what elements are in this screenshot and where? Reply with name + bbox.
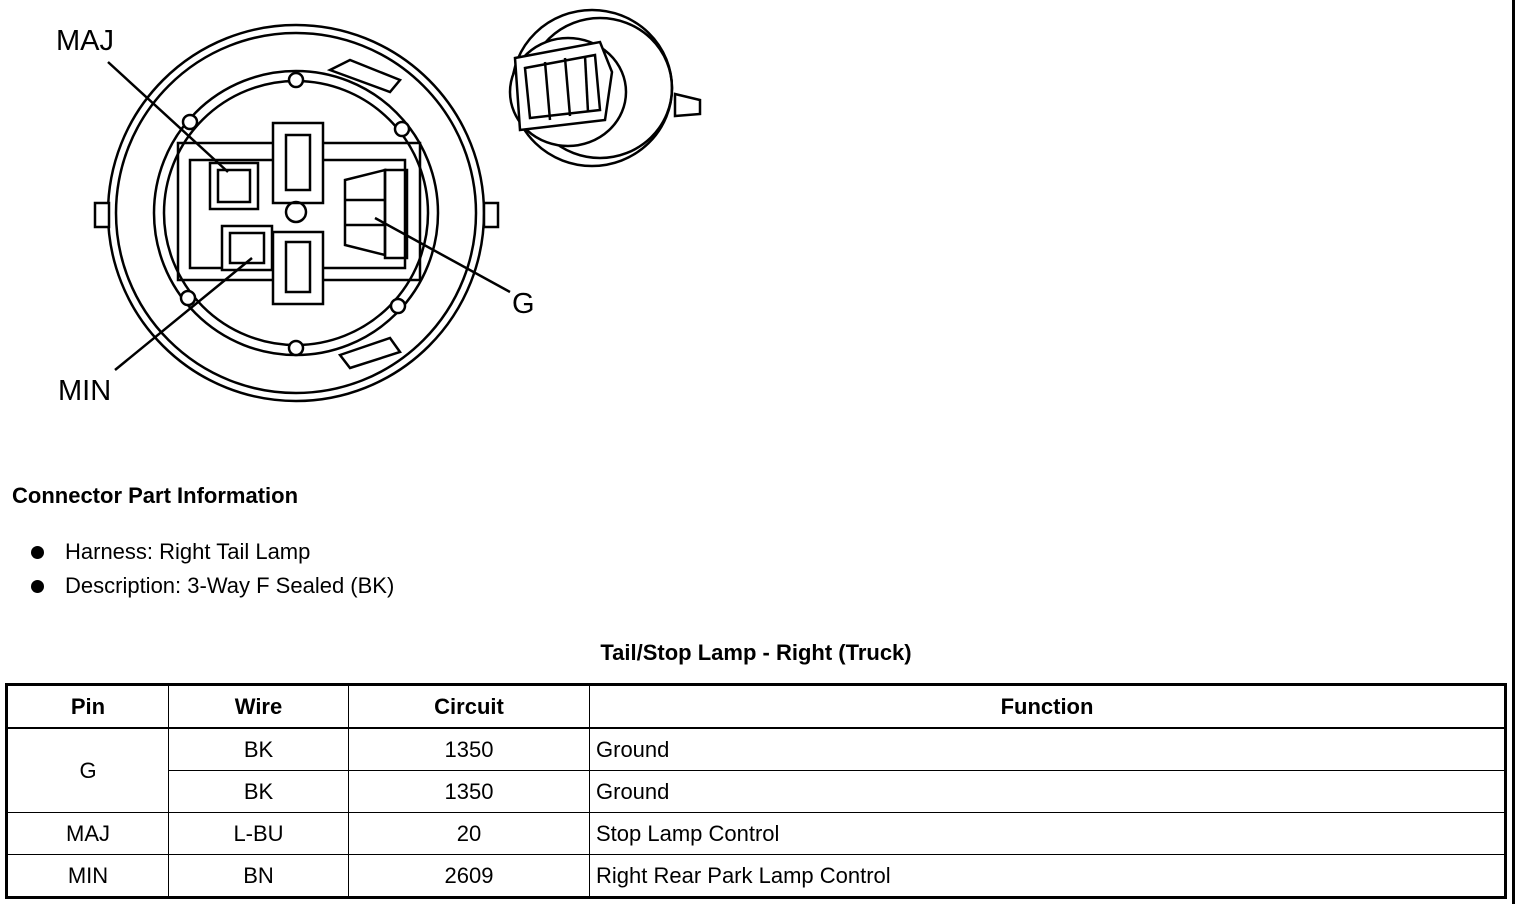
maj-callout-label: MAJ <box>56 25 114 57</box>
bullet-icon <box>31 579 44 593</box>
list-item: Description: 3-Way F Sealed (BK) <box>28 569 394 603</box>
pinout-table: Pin Wire Circuit Function G BK 1350 Grou… <box>5 683 1507 899</box>
harness-info: Harness: Right Tail Lamp <box>65 539 311 564</box>
min-callout-label: MIN <box>58 375 112 407</box>
inner-dot <box>287 339 305 357</box>
g-leader-line <box>374 216 511 294</box>
cell-pin: G <box>6 727 169 813</box>
cell-function: Stop Lamp Control <box>589 812 1506 855</box>
cell-wire: BK <box>168 770 349 813</box>
cell-circuit: 1350 <box>348 770 590 813</box>
table-row: BK 1350 Ground <box>7 770 1506 813</box>
terminal-housing-inner <box>188 158 407 270</box>
cell-wire: BN <box>168 854 349 898</box>
inner-dot <box>393 120 411 138</box>
header-wire: Wire <box>168 684 349 729</box>
cell-wire: BK <box>168 727 349 771</box>
cell-circuit: 2609 <box>348 854 590 898</box>
connector-inner-ring-2 <box>162 79 430 347</box>
table-title: Tail/Stop Lamp - Right (Truck) <box>600 640 912 665</box>
connector-left-tab <box>93 201 111 229</box>
min-leader-line <box>114 257 253 371</box>
maj-leader-line <box>107 61 229 173</box>
g-terminal <box>343 168 387 257</box>
center-hole <box>284 200 308 224</box>
table-header-row: Pin Wire Circuit Function <box>6 684 1506 729</box>
inner-dot <box>179 289 197 307</box>
upper-blade <box>284 133 312 192</box>
page-right-border <box>1512 0 1515 904</box>
cell-pin: MIN <box>6 854 169 898</box>
inner-dot <box>181 113 199 131</box>
table-row: G BK 1350 Ground <box>6 727 1506 813</box>
connector-right-tab <box>482 201 500 229</box>
inner-dot <box>389 297 407 315</box>
connector-info-list: Harness: Right Tail Lamp Description: 3-… <box>28 535 394 603</box>
description-info: Description: 3-Way F Sealed (BK) <box>65 573 395 598</box>
lower-blade <box>284 240 312 294</box>
header-function: Function <box>589 684 1506 729</box>
inner-dot <box>287 71 305 89</box>
table-row: MAJ L-BU 20 Stop Lamp Control <box>6 812 1506 855</box>
connector-perspective-view <box>508 8 702 168</box>
g-callout-label: G <box>512 288 535 320</box>
cell-circuit: 1350 <box>348 727 590 771</box>
header-pin: Pin <box>6 684 169 729</box>
cell-function: Ground <box>589 770 1506 813</box>
list-item: Harness: Right Tail Lamp <box>28 535 394 569</box>
bullet-icon <box>31 545 44 559</box>
table-row: MIN BN 2609 Right Rear Park Lamp Control <box>6 854 1506 898</box>
cell-pin: MAJ <box>6 812 169 855</box>
g-terminal-frame <box>383 168 409 260</box>
terminal-housing <box>176 141 422 282</box>
rim-lock-top <box>326 58 403 94</box>
connector-second-ring <box>114 31 478 395</box>
cell-function: Right Rear Park Lamp Control <box>589 854 1506 898</box>
rim-lock-bottom <box>337 336 403 370</box>
maj-terminal-inner <box>216 168 252 204</box>
header-circuit: Circuit <box>348 684 590 729</box>
connector-info-heading: Connector Part Information <box>12 483 299 508</box>
connector-face-diagram <box>93 8 702 403</box>
cell-wire: L-BU <box>168 812 349 855</box>
cell-function: Ground <box>589 727 1506 771</box>
cell-circuit: 20 <box>348 812 590 855</box>
